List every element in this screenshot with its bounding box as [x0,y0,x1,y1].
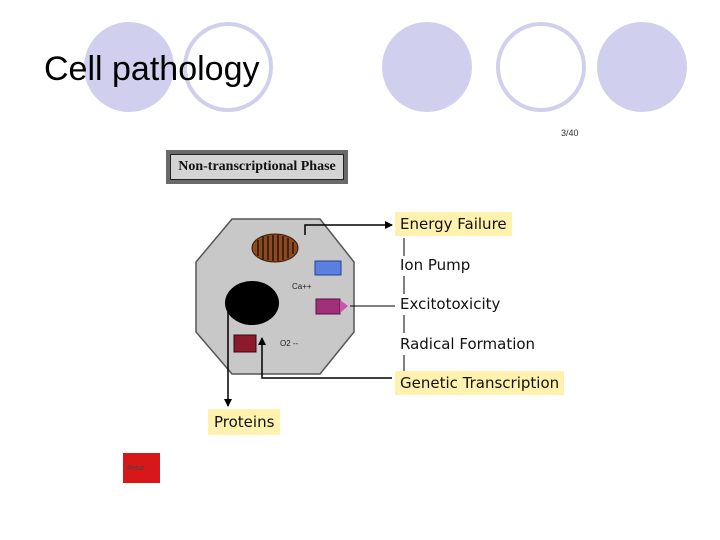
radical-icon [233,334,257,353]
decor-circle-4 [496,22,586,112]
step-excitotoxicity: Excitotoxicity [400,295,501,313]
calcium-label: Ca++ [292,282,312,291]
step-energy-failure: Energy Failure [395,212,512,236]
decor-circle-2 [183,22,273,112]
phase-title-box: Non-transcriptional Phase [166,150,348,184]
decor-circle-3 [382,22,472,112]
nucleus-icon [225,281,279,325]
step-radical-formation: Radical Formation [400,335,536,353]
superoxide-label: O2 -- [280,339,299,348]
decor-circle-1 [84,22,174,112]
slide-title: Cell pathology [44,50,260,88]
receptor-icon [315,298,348,315]
transcription-arrow [258,337,392,379]
step-ion-pump: Ion Pump [400,256,471,274]
decor-circle-5 [597,22,687,112]
ion-pump-icon [314,260,342,276]
slide-number: 3/40 [561,128,579,138]
back-button[interactable]: Retur [123,453,160,483]
proteins-output: Proteins [208,409,281,435]
energy-failure-arrow [304,221,393,235]
mitochondrion-icon [251,233,299,263]
phase-title: Non-transcriptional Phase [170,154,344,180]
step-genetic-transcription: Genetic Transcription [395,371,565,395]
